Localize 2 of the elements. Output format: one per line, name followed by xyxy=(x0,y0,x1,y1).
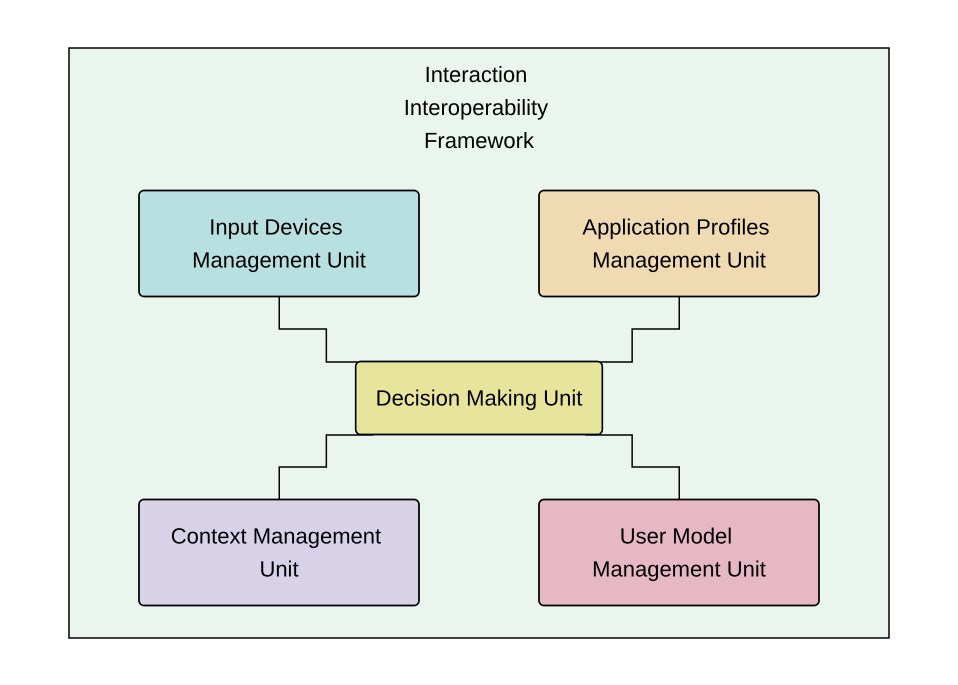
connector xyxy=(585,434,680,500)
connector xyxy=(278,434,374,500)
